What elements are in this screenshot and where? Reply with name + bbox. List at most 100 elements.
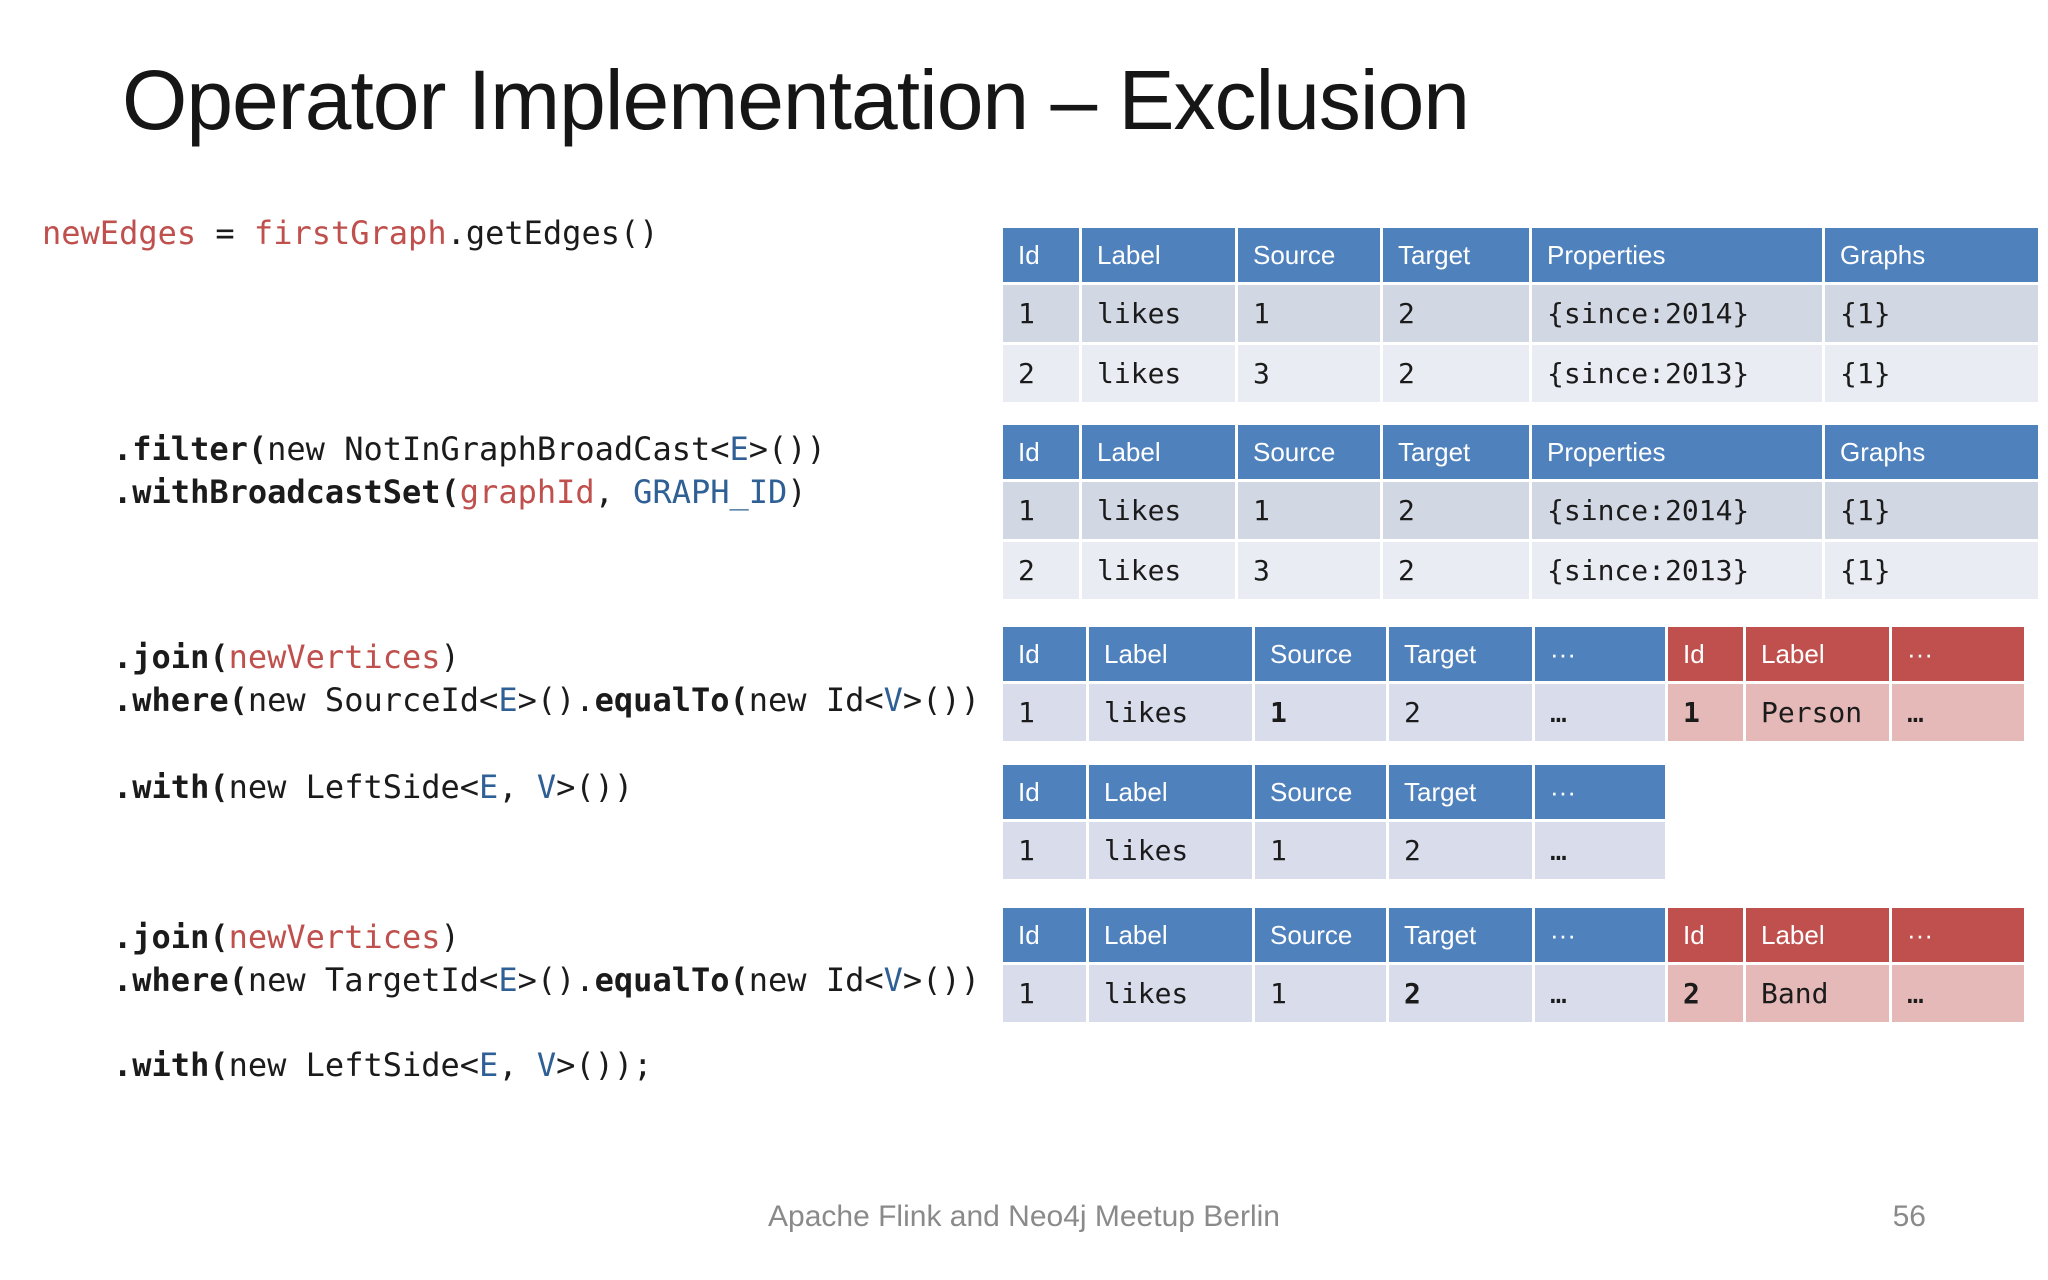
table-cell: 1 [1003,822,1086,879]
code-token: , [498,1046,537,1084]
code-token: ) [787,473,807,511]
table-cell: … [1535,822,1665,879]
table-header-cell: Label [1082,425,1235,479]
table-cell: 1 [1003,285,1079,342]
slide-footer: Apache Flink and Neo4j Meetup Berlin 56 [0,1200,2048,1248]
code-token: , [594,473,634,511]
code-token: .where( [113,961,248,999]
table-cell: likes [1082,285,1235,342]
code-token: >(). [517,961,595,999]
code-token: E [498,681,518,719]
code-token: equalTo( [594,961,749,999]
table-cell: 3 [1238,542,1380,599]
table-cell: 2 [1383,542,1529,599]
code-token: .filter( [113,430,268,468]
code-token: .with( [113,768,229,806]
code-token: new NotInGraphBroadCast< [267,430,730,468]
table-header-cell: Id [1003,425,1079,479]
table-header-cell: Id [1003,908,1086,962]
table-cell: {since:2013} [1532,542,1822,599]
code-token: >()); [556,1046,653,1084]
code-line: .where(new TargetId<E>().equalTo(new Id<… [113,959,980,1002]
code-line: newEdges = firstGraph.getEdges() [42,212,659,255]
code-token: V [536,1046,557,1084]
table-cell: likes [1082,542,1235,599]
code-token: firstGraph [253,214,447,252]
code-token: newEdges [42,214,197,252]
table-cell: 2 [1389,822,1532,879]
table-header-cell: Id [1003,228,1079,282]
table-header-cell: Target [1389,765,1532,819]
table-cell: {since:2013} [1532,345,1822,402]
code-token: .getEdges() [446,214,659,252]
code-line: .with(new LeftSide<E, V>()); [113,1044,652,1087]
table-header-cell: ··· [1535,908,1665,962]
table-header-cell: Properties [1532,425,1822,479]
code-token: new TargetId< [247,961,499,999]
table-header-cell: Label [1089,627,1252,681]
code-token: V [883,681,903,719]
table-cell: 1 [1003,684,1086,741]
code-token: .with( [113,1046,229,1084]
code-line: .join(newVertices) [113,636,980,679]
code-line: .join(newVertices) [113,916,980,959]
code-token: E [479,1046,499,1084]
table-header-cell: ··· [1892,627,2024,681]
table-header-cell: Source [1238,228,1380,282]
table-cell: 2 [1383,345,1529,402]
table-header-cell: Target [1383,425,1529,479]
code-line: .with(new LeftSide<E, V>()) [113,766,633,809]
code-token: V [883,961,903,999]
code-token: new Id< [748,681,884,719]
table-cell: 2 [1003,345,1079,402]
table-cell: likes [1089,965,1252,1022]
code-join-target-block: .join(newVertices) .where(new TargetId<E… [113,916,980,1002]
table-cell: {since:2014} [1532,482,1822,539]
table-cell: likes [1082,482,1235,539]
table-cell: 1 [1003,482,1079,539]
code-token: E [729,430,749,468]
table-cell: 2 [1389,965,1532,1022]
code-token: .join( [113,638,229,676]
table-cell: 1 [1255,965,1386,1022]
table-header-cell: Label [1746,908,1889,962]
code-token: graphId [459,473,595,511]
table-cell: 1 [1668,684,1743,741]
table-header-cell: ··· [1535,627,1665,681]
table-cell: likes [1089,822,1252,879]
table-header-cell: Source [1255,765,1386,819]
table-header-cell: Graphs [1825,425,2038,479]
code-token: .where( [113,681,248,719]
table-header-cell: Label [1089,908,1252,962]
table-cell: likes [1089,684,1252,741]
code-line: .where(new SourceId<E>().equalTo(new Id<… [113,679,980,722]
code-assignment: newEdges = firstGraph.getEdges() [42,212,659,255]
code-token: new SourceId< [247,681,499,719]
table-header-cell: Label [1746,627,1889,681]
code-token: >()) [902,961,980,999]
code-filter-block: .filter(new NotInGraphBroadCast<E>()) .w… [113,428,826,514]
table-cell: 2 [1383,285,1529,342]
table-cell: 1 [1238,285,1380,342]
code-line: .filter(new NotInGraphBroadCast<E>()) [113,428,826,471]
code-token: >(). [517,681,595,719]
table-header-cell: Properties [1532,228,1822,282]
code-token: .withBroadcastSet( [113,473,460,511]
table-cell: 3 [1238,345,1380,402]
code-token: newVertices [228,918,441,956]
code-token: , [498,768,537,806]
code-token: new LeftSide< [228,768,480,806]
table-cell: 1 [1238,482,1380,539]
table-cell: 2 [1003,542,1079,599]
